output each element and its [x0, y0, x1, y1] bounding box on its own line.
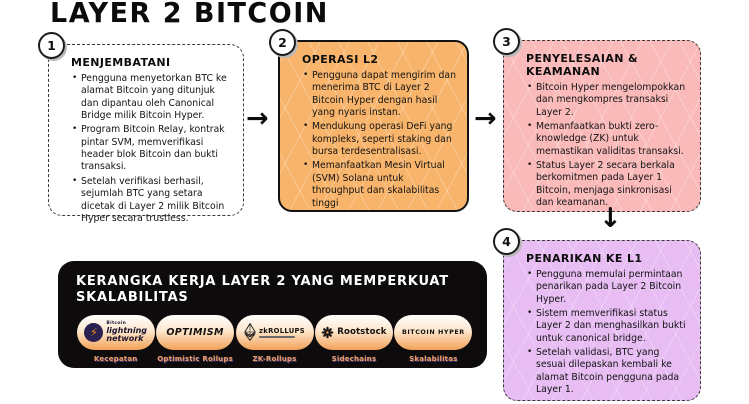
bullet: Memanfaatkan bukti zero-knowledge (ZK) u…	[526, 121, 690, 158]
step-bullet-list-4: Pengguna memulai permintaan penarikan pa…	[526, 269, 690, 397]
zkrollups-text: zkROLLUPS	[259, 326, 306, 335]
bitcoin-hyper-logo: BITCOIN HYPER	[394, 314, 473, 350]
framework-item-lightning: ⚡ Bitcoin lightning network Kecepatan	[76, 314, 155, 363]
lightning-bolt-icon: ⚡	[84, 322, 104, 342]
step-heading-3: PENYELESAIAN & KEAMANAN	[526, 52, 639, 78]
step-box-penarikan-ke-l1: 4 PENARIKAN KE L1 Pengguna memulai permi…	[493, 228, 701, 401]
framework-label: Kecepatan	[93, 354, 138, 363]
bullet: Pengguna dapat mengirim dan menerima BTC…	[302, 70, 457, 119]
zkrollups-wordmark: zkROLLUPS	[259, 327, 305, 338]
lightning-network-logo: ⚡ Bitcoin lightning network	[76, 314, 155, 350]
bullet: Status Layer 2 secara berkala berkomitme…	[526, 160, 690, 209]
banner-heading: KERANGKA KERJA LAYER 2 YANG MEMPERKUAT S…	[76, 274, 449, 305]
step-number-badge-1: 1	[38, 32, 65, 59]
zkrollups-logo: zkROLLUPS	[235, 314, 314, 350]
framework-label: ZK-Rollups	[252, 354, 297, 363]
step-bullet-list-3: Bitcoin Hyper mengelompokkan dan mengkom…	[526, 82, 690, 210]
step-heading-4: PENARIKAN KE L1	[526, 252, 643, 265]
arrow-right-icon: →	[246, 103, 269, 134]
bitcoin-hyper-wordmark: BITCOIN HYPER	[401, 328, 465, 337]
zkrollups-tagline-line	[259, 335, 295, 338]
lightning-network-wordmark: Bitcoin lightning network	[106, 320, 147, 343]
bullet: Mendukung operasi DeFi yang kompleks, se…	[302, 121, 457, 158]
bullet: Pengguna menyetorkan BTC ke alamat Bitco…	[71, 73, 233, 122]
framework-label: Sidechains	[331, 354, 377, 363]
step-box-menjembatani: 1 MENJEMBATANI Pengguna menyetorkan BTC …	[38, 32, 244, 224]
step-number-badge-4: 4	[493, 228, 520, 255]
page-title: LAYER 2 BITCOIN	[50, 0, 329, 30]
lightning-word-2: network	[106, 333, 144, 343]
framework-label: Optimistic Rollups	[157, 354, 233, 363]
arrow-right-icon: →	[474, 103, 497, 134]
framework-banner: KERANGKA KERJA LAYER 2 YANG MEMPERKUAT S…	[58, 261, 487, 368]
lightning-word-1: lightning	[106, 326, 147, 336]
lightning-top-label: Bitcoin	[106, 320, 127, 326]
bullet: Setelah verifikasi berhasil, sejumlah BT…	[71, 176, 233, 225]
framework-item-optimism: OPTIMISM Optimistic Rollups	[155, 314, 235, 363]
step-box-operasi-l2: 2 OPERASI L2 Pengguna dapat mengirim dan…	[269, 29, 469, 212]
arrow-down-icon: ↓	[599, 203, 622, 234]
bullet: Bitcoin Hyper mengelompokkan dan mengkom…	[526, 82, 690, 119]
step-number-badge-2: 2	[269, 29, 296, 56]
step-bullet-list-1: Pengguna menyetorkan BTC ke alamat Bitco…	[71, 73, 233, 225]
rootstock-wordmark: Rootstock	[337, 327, 387, 338]
rootstock-flower-icon	[321, 326, 334, 338]
ethereum-icon	[244, 323, 256, 342]
bullet: Program Bitcoin Relay, kontrak pintar SV…	[71, 124, 233, 173]
step-heading-1: MENJEMBATANI	[71, 56, 171, 69]
framework-label: Skalabilitas	[409, 354, 458, 363]
step-bullet-list-2: Pengguna dapat mengirim dan menerima BTC…	[302, 70, 457, 210]
step-heading-2: OPERASI L2	[302, 53, 379, 66]
bullet: Sistem memverifikasi status Layer 2 dan …	[526, 308, 690, 345]
optimism-logo: OPTIMISM	[156, 314, 235, 350]
step-number-badge-3: 3	[493, 28, 520, 55]
logo-pill-row: ⚡ Bitcoin lightning network Kecepatan OP…	[76, 314, 473, 363]
step-box-penyelesaian-keamanan: 3 PENYELESAIAN & KEAMANAN Bitcoin Hyper …	[493, 28, 701, 212]
framework-item-zkrollups: zkROLLUPS ZK-Rollups	[235, 314, 314, 363]
bullet: Pengguna memulai permintaan penarikan pa…	[526, 269, 690, 306]
bullet: Setelah validasi, BTC yang sesuai dilepa…	[526, 347, 690, 396]
framework-item-bitcoin-hyper: BITCOIN HYPER Skalabilitas	[394, 314, 473, 363]
rootstock-logo: Rootstock	[314, 314, 393, 350]
framework-item-rootstock: Rootstock Sidechains	[314, 314, 393, 363]
optimism-wordmark: OPTIMISM	[166, 326, 224, 338]
bullet: Memanfaatkan Mesin Virtual (SVM) Solana …	[302, 160, 457, 209]
